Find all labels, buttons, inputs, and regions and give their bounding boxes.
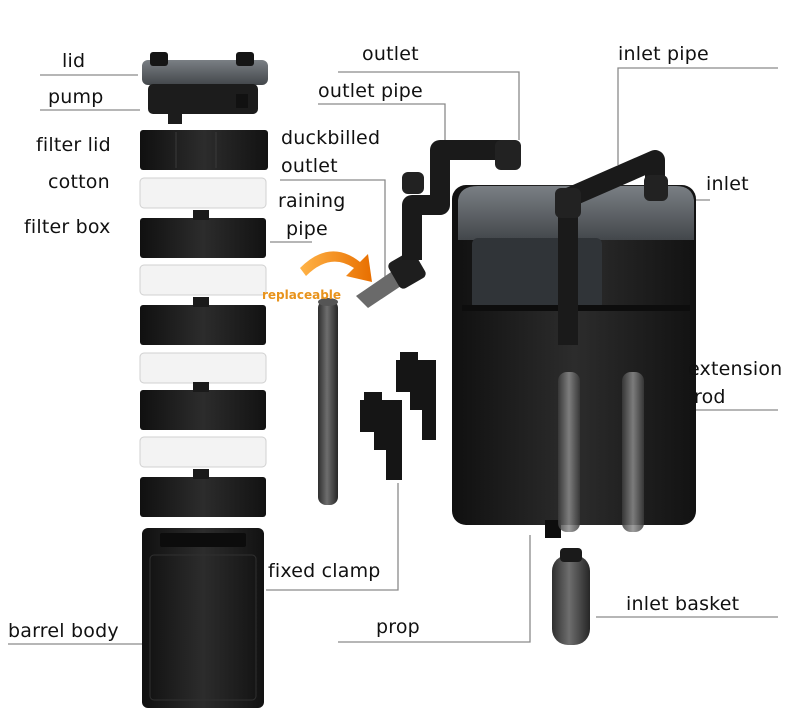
- barrel-body-part: [142, 528, 264, 708]
- label-raining-line1: raining: [278, 190, 346, 212]
- label-inlet-basket: inlet basket: [626, 593, 740, 615]
- label-inlet-pipe: inlet pipe: [618, 43, 709, 65]
- outlet-pipe-part: [402, 140, 521, 260]
- cotton-part: [139, 177, 267, 468]
- label-outlet-pipe: outlet pipe: [318, 80, 423, 102]
- label-duckbilled-line2: outlet: [281, 155, 338, 177]
- label-filter-lid: filter lid: [36, 134, 111, 156]
- label-extension-line2: rod: [694, 386, 726, 408]
- label-prop: prop: [376, 616, 420, 638]
- label-filter-box: filter box: [24, 216, 111, 238]
- label-replaceable: replaceable: [262, 288, 342, 302]
- leader-inlet-pipe: [617, 67, 778, 165]
- leader-outlet: [338, 71, 520, 140]
- label-raining-line2: pipe: [286, 218, 328, 240]
- label-fixed-clamp: fixed clamp: [268, 560, 381, 582]
- label-outlet: outlet: [362, 43, 419, 65]
- inlet-pipe-part: [555, 150, 668, 345]
- label-pump: pump: [48, 86, 104, 108]
- leader-lines: [8, 67, 778, 645]
- label-inlet: inlet: [706, 173, 749, 195]
- label-lid: lid: [62, 50, 86, 72]
- extension-rod-part: [558, 372, 644, 532]
- replaceable-arrow: [300, 251, 372, 282]
- label-cotton: cotton: [48, 171, 110, 193]
- label-duckbilled-line1: duckbilled: [281, 127, 381, 149]
- lid-pump-part: [142, 52, 268, 124]
- inlet-basket-part: [552, 548, 590, 645]
- fixed-clamp-part: [360, 352, 436, 480]
- filter-lid-part: [140, 130, 268, 170]
- leader-prop: [338, 535, 531, 643]
- label-barrel-body: barrel body: [8, 620, 119, 642]
- label-extension-line1: extension: [688, 358, 783, 380]
- duckbilled-outlet-part: [356, 251, 426, 308]
- raining-pipe-part: [318, 298, 338, 505]
- filter-box-part: [140, 210, 266, 517]
- leader-fixed-clamp: [266, 483, 399, 591]
- leader-duckbilled: [280, 179, 386, 280]
